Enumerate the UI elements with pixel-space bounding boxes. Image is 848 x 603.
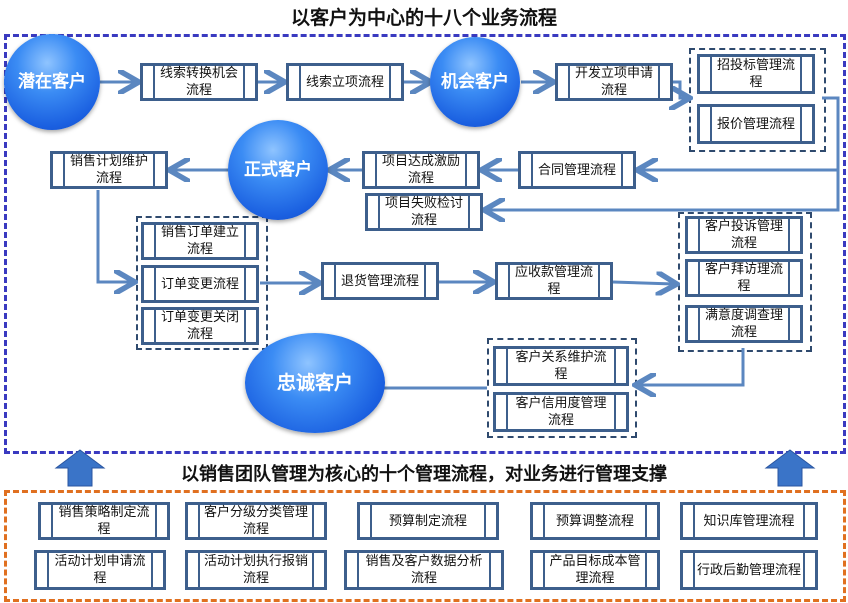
- stage-opportunity-customer: 机会客户: [430, 37, 520, 127]
- process-dev-project[interactable]: 开发立项申请流程: [555, 63, 673, 101]
- process-project-success[interactable]: 项目达成激励流程: [362, 151, 480, 189]
- process-visit[interactable]: 客户拜访理流程: [685, 259, 803, 297]
- mgmt-process-9[interactable]: 产品目标成本管理流程: [530, 550, 660, 590]
- up-arrow-right-icon: [764, 449, 816, 487]
- stage-potential-customer: 潜在客户: [4, 34, 100, 130]
- process-satisfaction[interactable]: 满意度调查理流程: [685, 305, 803, 343]
- process-credit[interactable]: 客户信用度管理流程: [493, 392, 629, 432]
- management-subtitle: 以销售团队管理为核心的十个管理流程，对业务进行管理支撑: [181, 464, 667, 485]
- process-receivables[interactable]: 应收款管理流程: [495, 262, 613, 300]
- mgmt-process-2[interactable]: 客户分级分类管理流程: [185, 502, 327, 540]
- process-relation[interactable]: 客户关系维护流程: [493, 346, 629, 386]
- process-order-change[interactable]: 订单变更流程: [141, 265, 259, 303]
- process-project-fail[interactable]: 项目失败检讨流程: [365, 193, 483, 231]
- process-returns[interactable]: 退货管理流程: [321, 262, 439, 300]
- mgmt-process-3[interactable]: 预算制定流程: [357, 502, 499, 540]
- arrow: [612, 282, 674, 284]
- process-lead-project[interactable]: 线索立项流程: [286, 63, 404, 101]
- mgmt-process-8[interactable]: 销售及客户数据分析流程: [344, 550, 504, 590]
- management-process-frame: [4, 490, 846, 602]
- process-bidding[interactable]: 招投标管理流程: [697, 54, 815, 94]
- mgmt-process-4[interactable]: 预算调整流程: [530, 502, 660, 540]
- mgmt-process-10[interactable]: 行政后勤管理流程: [680, 550, 818, 590]
- process-order-create[interactable]: 销售订单建立流程: [141, 222, 259, 260]
- process-contract[interactable]: 合同管理流程: [518, 151, 636, 189]
- mgmt-process-6[interactable]: 活动计划申请流程: [34, 550, 166, 590]
- process-complaint[interactable]: 客户投诉管理流程: [685, 216, 803, 254]
- page-title: 以客户为中心的十八个业务流程: [290, 7, 557, 29]
- process-sales-plan[interactable]: 销售计划维护流程: [50, 151, 168, 189]
- stage-formal-customer: 正式客户: [228, 120, 328, 220]
- mgmt-process-5[interactable]: 知识库管理流程: [680, 502, 818, 540]
- mgmt-process-7[interactable]: 活动计划执行报销流程: [185, 550, 327, 590]
- process-lead-convert[interactable]: 线索转换机会流程: [140, 63, 258, 101]
- arrow: [638, 348, 745, 385]
- up-arrow-left-icon: [54, 449, 106, 487]
- arrow: [96, 190, 132, 282]
- process-quote[interactable]: 报价管理流程: [697, 104, 815, 144]
- process-order-close[interactable]: 订单变更关闭流程: [141, 307, 259, 345]
- arrow: [487, 96, 840, 210]
- mgmt-process-1[interactable]: 销售策略制定流程: [38, 502, 170, 540]
- business-process-frame: [4, 34, 846, 454]
- stage-loyal-customer: 忠诚客户: [245, 333, 385, 433]
- arrow: [673, 80, 687, 98]
